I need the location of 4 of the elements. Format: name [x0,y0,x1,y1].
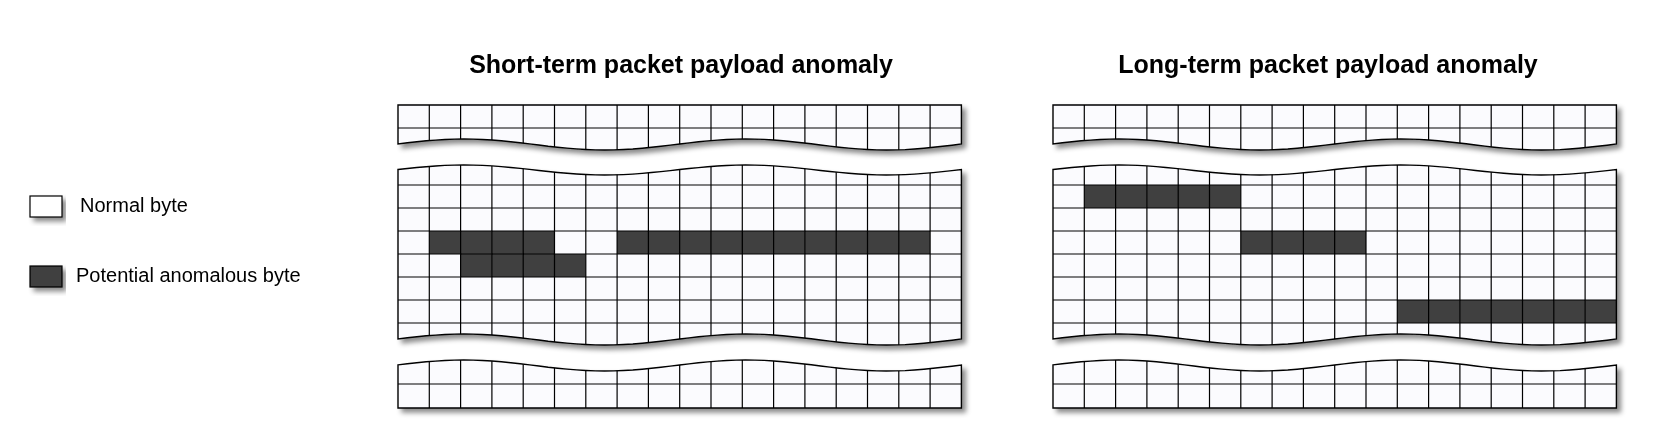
legend-label: Normal byte [80,194,188,217]
legend-label: Potential anomalous byte [76,264,301,287]
grid-title: Long-term packet payload anomaly [1118,50,1538,79]
grid-title: Short-term packet payload anomaly [469,50,893,79]
